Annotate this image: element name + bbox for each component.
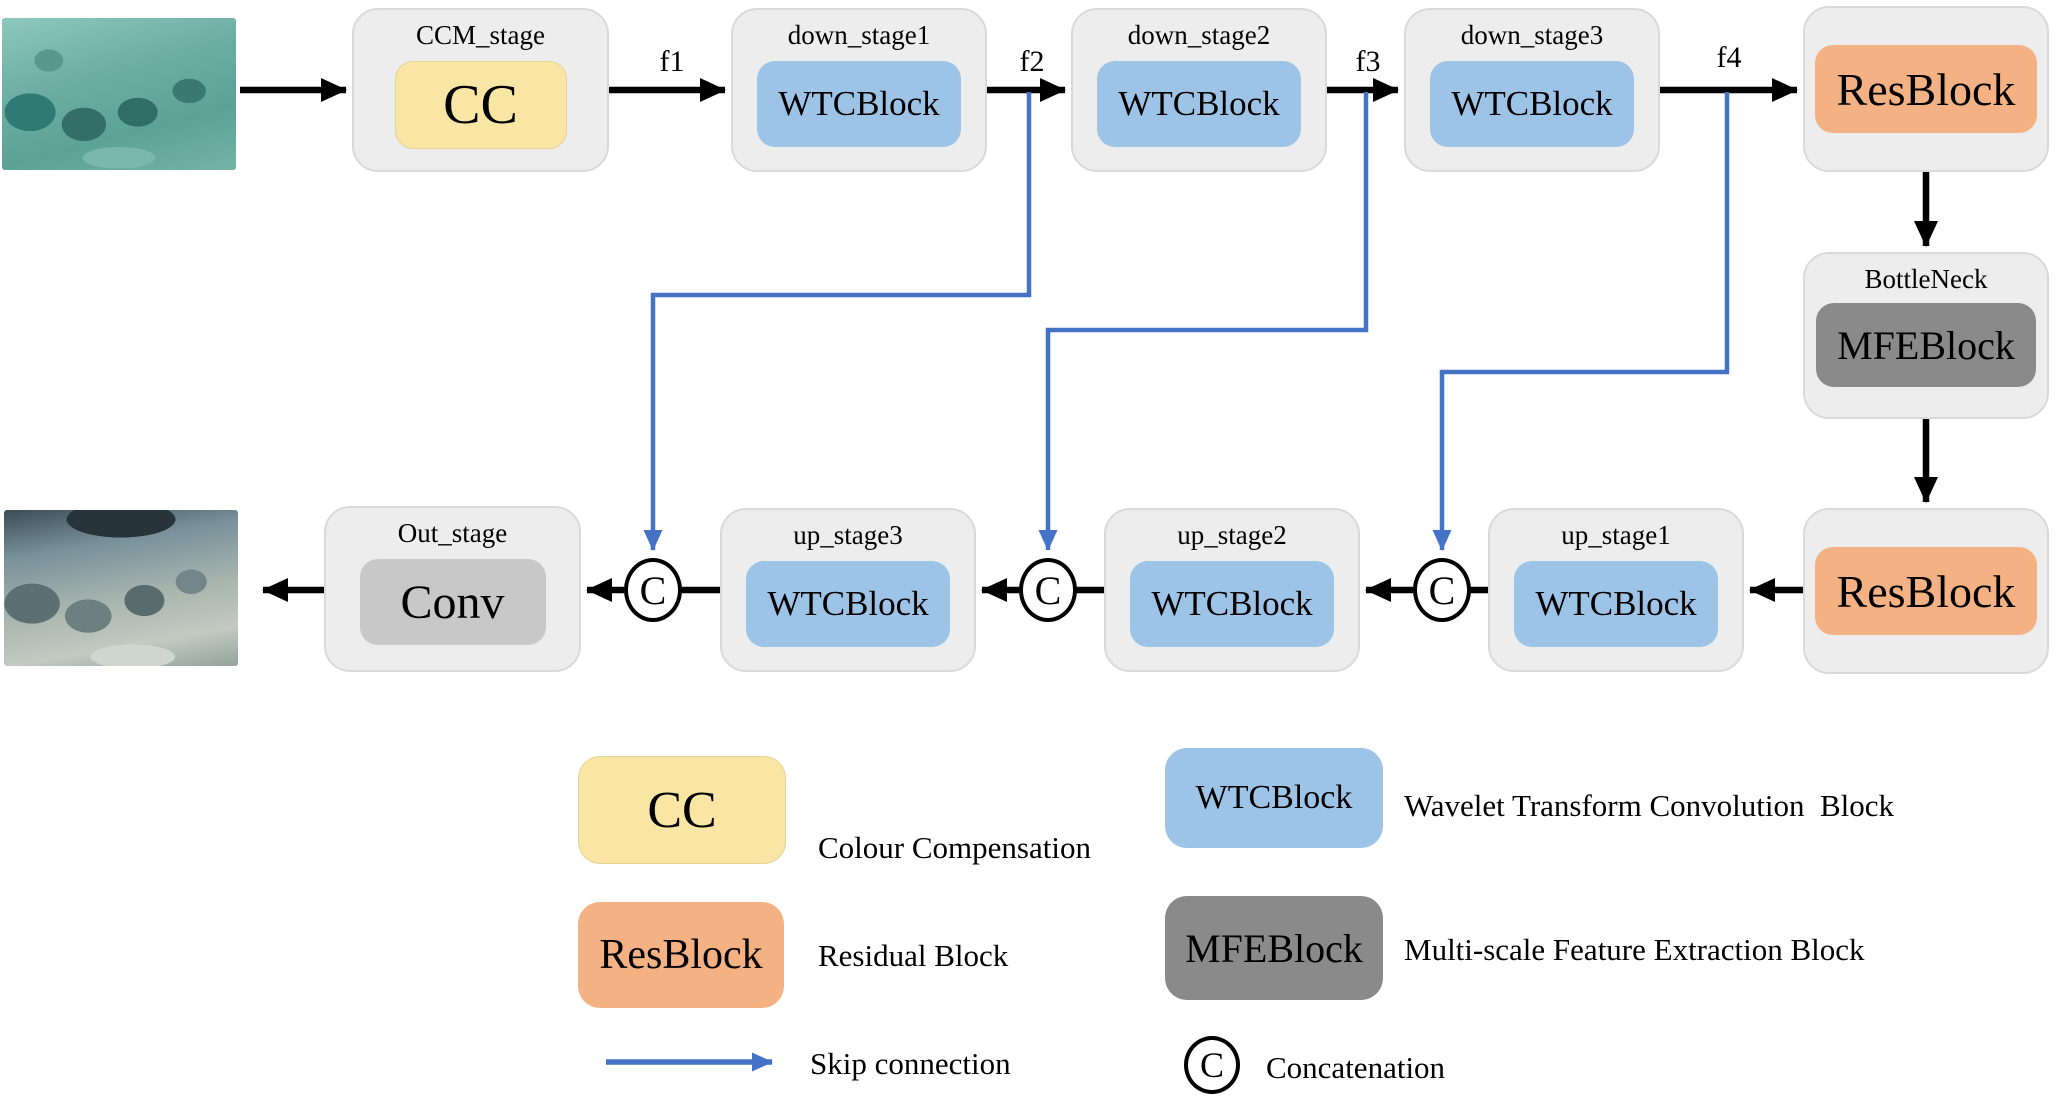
feature-label-f1: f1: [659, 45, 685, 78]
node-down-stage3: down_stage3 WTCBlock: [1404, 8, 1660, 172]
node-down-stage1: down_stage1 WTCBlock: [731, 8, 987, 172]
legend-wtc-description: Wavelet Transform Convolution Block: [1404, 788, 1895, 823]
cc-block: CC: [394, 61, 567, 149]
node-title: up_stage1: [1561, 520, 1671, 550]
skip-connection-f4: [1432, 92, 1730, 551]
node-up-stage2: up_stage2 WTCBlock: [1104, 508, 1360, 672]
node-title: down_stage1: [787, 20, 931, 50]
node-bottleneck: BottleNeck MFEBlock: [1803, 252, 2049, 419]
legend-cc-description: Colour Compensation: [818, 830, 1091, 865]
wtc-block: WTCBlock: [1130, 561, 1334, 647]
node-title: down_stage3: [1460, 20, 1604, 50]
legend-mfe-description: Multi-scale Feature Extraction Block: [1404, 932, 1865, 967]
wtc-block: WTCBlock: [1514, 561, 1718, 647]
conv-block: Conv: [359, 559, 546, 645]
legend-concat-description: Concatenation: [1266, 1050, 1446, 1085]
output-enhanced-image: [4, 510, 238, 666]
res-block: ResBlock: [1815, 45, 2037, 133]
node-title: Out_stage: [397, 518, 508, 548]
skip-connection-f2: [643, 92, 1032, 551]
concat-circle-1: C: [624, 558, 682, 622]
node-resblock-bottom: ResBlock: [1803, 508, 2049, 674]
node-ccm-stage: CCM_stage CC: [352, 8, 609, 172]
node-resblock-top: ResBlock: [1803, 6, 2049, 172]
wtc-block: WTCBlock: [757, 61, 961, 147]
mfe-block: MFEBlock: [1816, 303, 2036, 387]
skip-connection-f3: [1038, 92, 1369, 551]
legend-concat-circle: C: [1184, 1036, 1240, 1094]
wtc-block: WTCBlock: [1430, 61, 1634, 147]
wtc-block: WTCBlock: [746, 561, 950, 647]
input-underwater-image: [2, 18, 236, 170]
feature-label-f3: f3: [1355, 45, 1381, 78]
node-title: CCM_stage: [415, 20, 545, 50]
node-down-stage2: down_stage2 WTCBlock: [1071, 8, 1327, 172]
legend-res-box: ResBlock: [578, 902, 784, 1008]
feature-label-f2: f2: [1019, 45, 1045, 78]
legend-res-description: Residual Block: [818, 938, 1009, 973]
wtc-block: WTCBlock: [1097, 61, 1301, 147]
legend-skip-description: Skip connection: [810, 1046, 1011, 1081]
concat-circle-2: C: [1019, 558, 1077, 622]
node-up-stage3: up_stage3 WTCBlock: [720, 508, 976, 672]
node-title: up_stage2: [1177, 520, 1287, 550]
node-out-stage: Out_stage Conv: [324, 506, 581, 672]
legend-mfe-box: MFEBlock: [1165, 896, 1383, 1000]
node-title: down_stage2: [1127, 20, 1271, 50]
legend-wtc-box: WTCBlock: [1165, 748, 1383, 848]
node-up-stage1: up_stage1 WTCBlock: [1488, 508, 1744, 672]
node-title: BottleNeck: [1864, 264, 1988, 294]
feature-label-f4: f4: [1716, 41, 1742, 74]
res-block: ResBlock: [1815, 547, 2037, 635]
legend-cc-box: CC: [578, 756, 786, 864]
concat-circle-3: C: [1413, 558, 1471, 622]
node-title: up_stage3: [793, 520, 903, 550]
